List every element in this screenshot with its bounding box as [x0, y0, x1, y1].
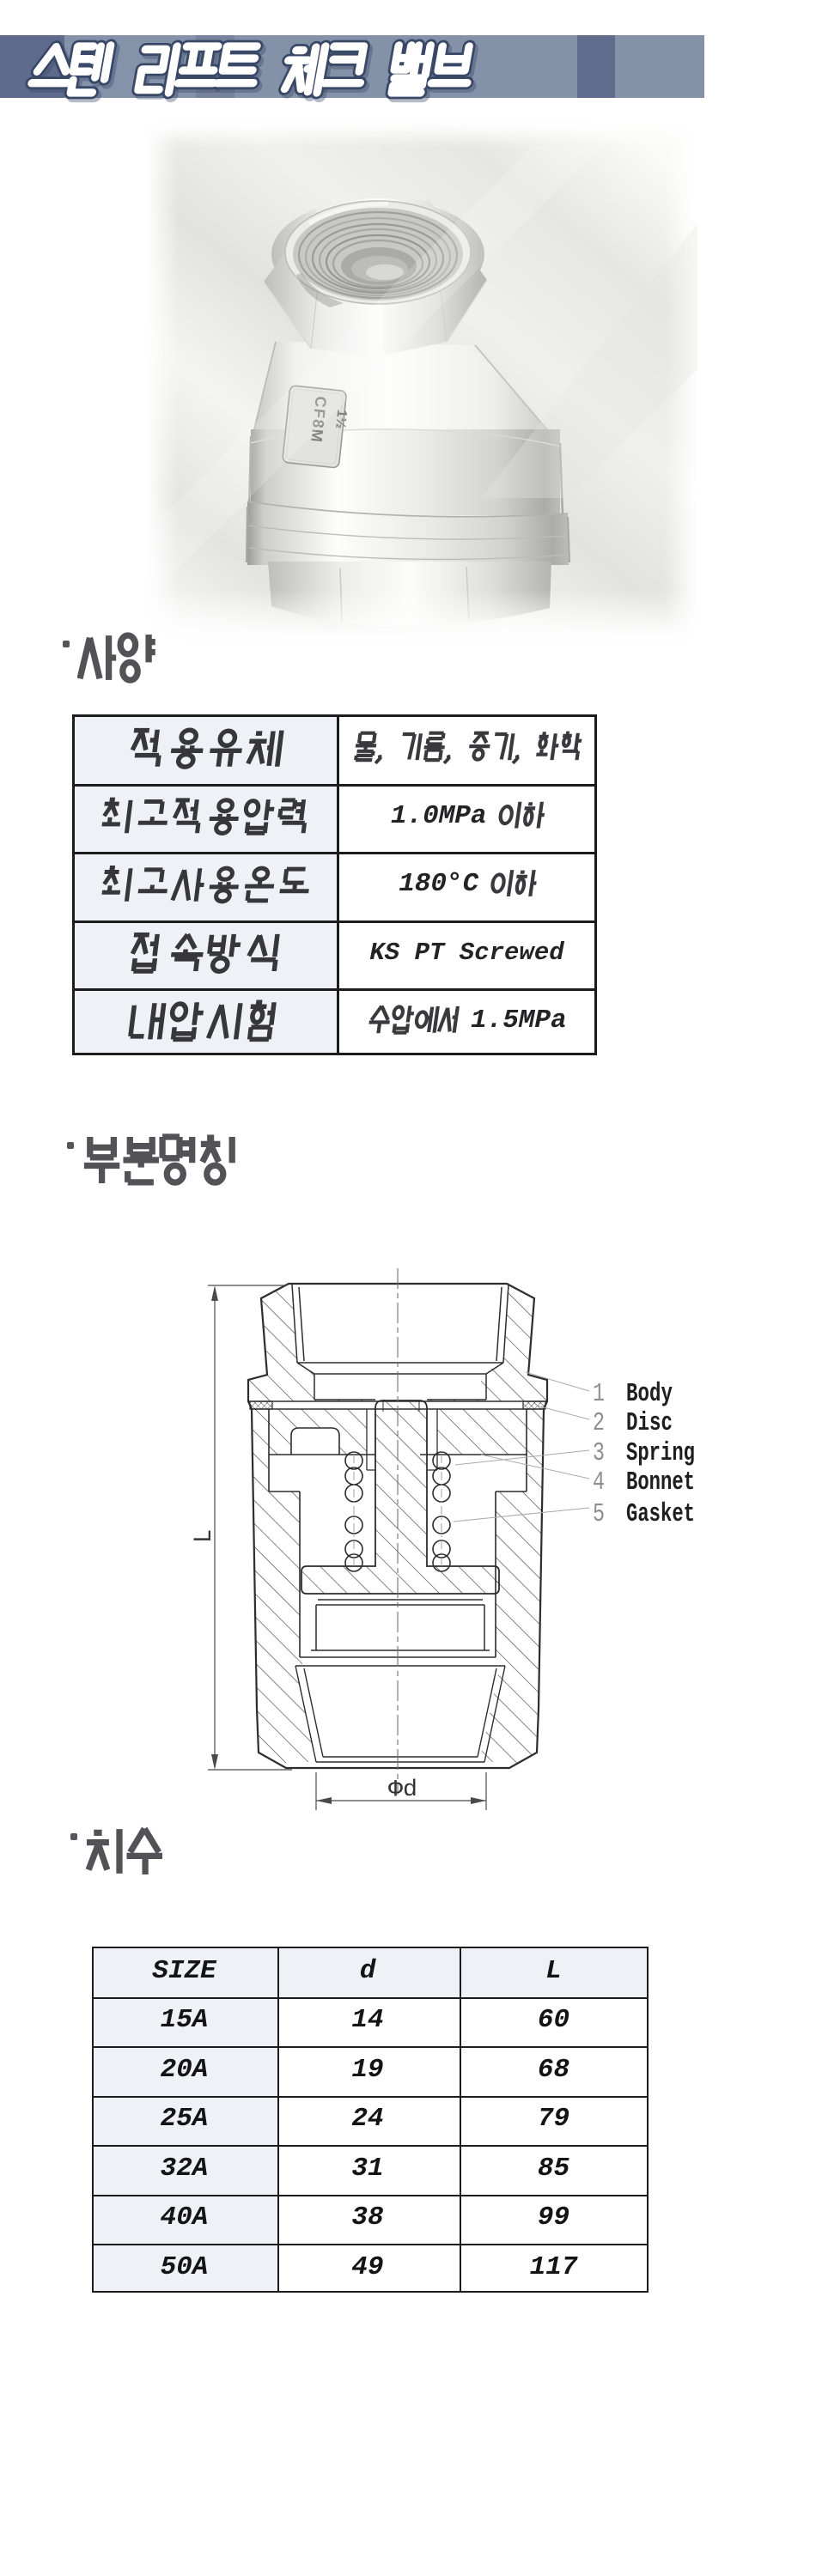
svg-text:2: 2	[593, 1408, 605, 1438]
svg-text:3: 3	[593, 1438, 605, 1468]
svg-text:1: 1	[593, 1379, 605, 1409]
svg-text:5: 5	[593, 1499, 605, 1529]
svg-text:Disc: Disc	[626, 1408, 673, 1438]
svg-text:Body: Body	[626, 1379, 673, 1409]
svg-text:Spring: Spring	[626, 1438, 695, 1468]
svg-text:Bonnet: Bonnet	[626, 1467, 695, 1498]
svg-text:Gasket: Gasket	[626, 1499, 695, 1529]
svg-text:4: 4	[593, 1467, 605, 1498]
svg-text:Φd: Φd	[388, 1777, 417, 1803]
svg-text:L: L	[190, 1529, 219, 1543]
svg-text:1½: 1½	[332, 409, 349, 429]
